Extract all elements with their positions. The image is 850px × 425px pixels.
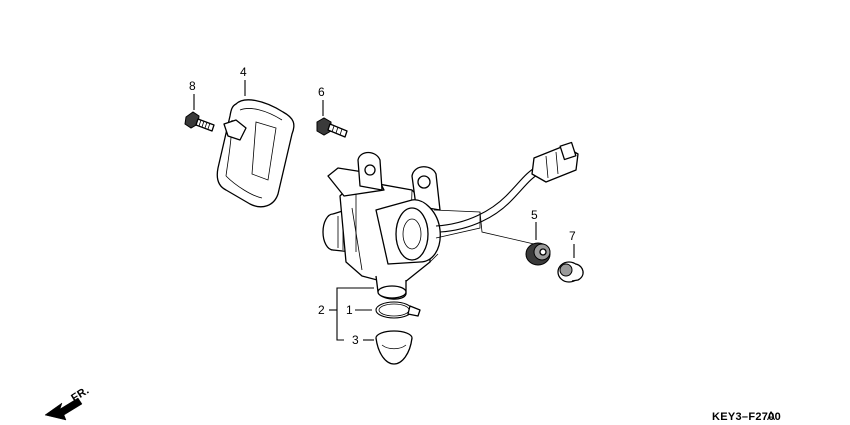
screw-part-8: 8 bbox=[184, 79, 215, 132]
callout-3: 3 bbox=[352, 333, 359, 347]
bolt-part-6: 6 bbox=[316, 85, 348, 138]
cap-part-7: 7 bbox=[557, 229, 584, 283]
callout-4: 4 bbox=[240, 65, 247, 79]
callout-7: 7 bbox=[569, 229, 576, 243]
callout-8: 8 bbox=[189, 79, 196, 93]
direction-label: FR. bbox=[69, 384, 91, 404]
callout-group-2: 2 1 3 bbox=[318, 287, 374, 347]
figure-code: KEY3–F2700 bbox=[712, 411, 781, 423]
callout-6: 6 bbox=[318, 85, 325, 99]
cover-part-4: 4 bbox=[216, 65, 295, 208]
front-direction-arrow: FR. bbox=[44, 384, 91, 421]
figure-suffix: A bbox=[767, 409, 775, 423]
clamp-part-1 bbox=[375, 301, 421, 319]
callout-2: 2 bbox=[318, 303, 325, 317]
grommet-part-5: 5 bbox=[525, 208, 551, 266]
callout-1: 1 bbox=[346, 303, 353, 317]
callout-5: 5 bbox=[531, 208, 538, 222]
valve-body-assembly bbox=[322, 141, 579, 300]
boot-part-3 bbox=[375, 330, 413, 365]
